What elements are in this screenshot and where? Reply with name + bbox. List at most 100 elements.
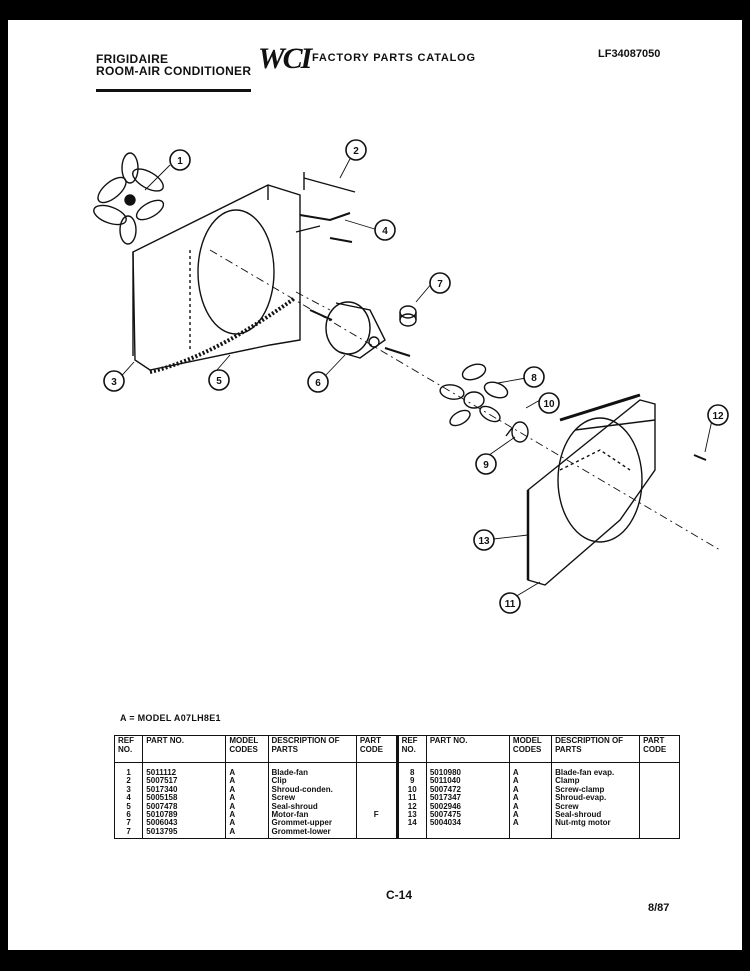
cell-code [639,827,680,840]
cell-part: 5004034 [425,819,510,828]
table-row: 1 5011112 A Blade-fan 8 5010980 A Blade-… [113,762,680,778]
catalog-title: FACTORY PARTS CATALOG [312,52,476,64]
cell-model: A [508,785,553,795]
cell-desc: Seal-shroud [551,810,641,820]
col-part-2: PART NO. [425,735,510,763]
cell-desc: Motor-fan [267,810,357,820]
cell-ref: 12 [395,802,427,812]
svg-text:11: 11 [505,599,516,610]
table-row: 3 5017340 A Shroud-conden. 10 5007472 A … [113,785,680,795]
cell-ref: 10 [395,785,427,795]
cell-code [355,827,398,840]
cell-ref: 7 [113,827,144,840]
svg-text:6: 6 [315,378,321,389]
fan-motor [309,301,411,359]
cell-model: A [508,802,553,812]
brand-block: FRIGIDAIRE ROOM-AIR CONDITIONER [96,53,251,77]
cell-desc [551,827,641,840]
grommet [399,305,417,327]
cell-ref: 14 [395,819,427,828]
cell-code [355,819,398,828]
callout-8: 8 [523,366,545,388]
cell-desc: Grommet-lower [267,827,357,840]
cell-desc: Clamp [551,776,641,786]
cell-ref: 5 [113,802,144,812]
cell-desc: Seal-shroud [267,802,357,812]
cell-desc: Nut-mtg motor [551,819,641,828]
cell-ref: 8 [395,762,427,778]
svg-text:9: 9 [483,460,489,471]
cell-model: A [508,776,553,786]
cell-part: 5010980 [425,762,510,778]
col-model: MODEL CODES [225,735,269,763]
cell-desc: Screw-clamp [551,785,641,795]
callout-4: 4 [374,219,396,241]
cell-ref: 2 [113,776,144,786]
cell-code [639,802,680,812]
cell-desc: Shroud-evap. [551,793,641,803]
frame-top [0,0,750,20]
svg-text:4: 4 [382,226,388,237]
cell-code [355,762,398,778]
cell-ref: 7 [113,819,144,828]
cell-ref: 9 [395,776,427,786]
model-note: A = MODEL A07LH8E1 [120,713,221,723]
cell-model: A [225,827,269,840]
frame-right [742,0,750,971]
col-code: PART CODE [355,735,398,763]
cell-ref: 1 [113,762,144,778]
cell-desc: Blade-fan [267,762,357,778]
cell-desc: Screw [267,793,357,803]
cell-ref: 13 [395,810,427,820]
cell-desc: Grommet-upper [267,819,357,828]
callout-9: 9 [475,453,497,475]
cell-model [508,827,553,840]
col-part: PART NO. [142,735,227,763]
svg-text:7: 7 [437,279,443,290]
screw-12 [693,454,707,461]
callout-2: 2 [345,139,367,161]
callout-5: 5 [208,369,230,391]
cell-desc: Blade-fan evap. [551,762,641,778]
cell-code [639,785,680,795]
cell-part [425,827,510,840]
cell-desc: Screw [551,802,641,812]
cell-code [355,794,398,803]
print-date: 8/87 [648,902,670,914]
cell-code: F [355,810,398,820]
brand-line-1: FRIGIDAIRE [96,52,169,66]
evaporator-fan-blade [439,363,509,427]
table-row: 6 5010789 A Motor-fan F 13 5007475 A Sea… [113,810,680,820]
svg-text:8: 8 [531,373,537,384]
col-desc-2: DESCRIPTION OF PARTS [551,735,641,763]
parts-table: REF NO. PART NO. MODEL CODES DESCRIPTION… [113,735,680,840]
svg-text:2: 2 [353,146,359,157]
cell-code [639,762,680,778]
cell-ref [395,827,427,840]
cell-model: A [508,819,553,828]
col-ref-2: REF NO. [395,735,427,763]
cell-ref: 4 [113,793,144,803]
cell-model: A [225,762,269,778]
shroud-seal-strip [149,296,297,374]
callout-7: 7 [429,272,451,294]
wci-logo: WCI [258,42,312,75]
callout-12: 12 [707,404,729,426]
centerlines [209,249,721,551]
condenser-fan-blade [93,152,165,245]
callout-11: 11 [499,592,521,614]
cell-model: A [508,762,553,778]
cell-part: 5013795 [142,827,227,840]
svg-text:1: 1 [177,156,183,167]
svg-text:10: 10 [543,399,555,410]
page-id: C-14 [386,888,413,902]
callout-6: 6 [307,371,329,393]
evaporator-shroud [526,393,656,586]
condenser-shroud [132,184,301,371]
col-code-2: PART CODE [639,735,680,763]
callout-13: 13 [473,529,495,551]
cell-code [639,811,680,820]
cell-desc: Clip [267,776,357,786]
svg-text:13: 13 [478,536,490,547]
